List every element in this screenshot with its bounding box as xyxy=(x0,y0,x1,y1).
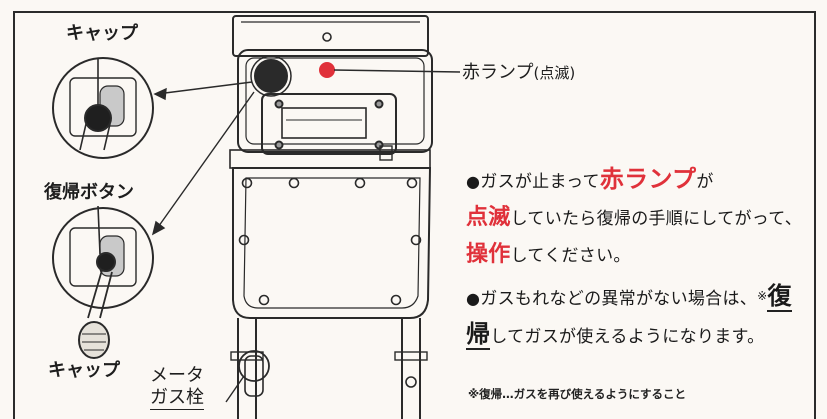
label-red-lamp-main: 赤ランプ xyxy=(462,62,534,83)
label-cap-bottom: キャップ xyxy=(48,360,120,381)
instruction-paragraph-2: ●ガスもれなどの異常がない場合は、※復帰してガスが使えるようになります。 xyxy=(466,279,811,355)
bullet-icon: ● xyxy=(466,172,481,191)
footnote: ※復帰…ガスを再び使えるようにすること xyxy=(468,387,686,401)
zoom-circle-cap-on xyxy=(52,57,154,159)
meter-upper-body xyxy=(237,49,433,153)
label-red-lamp: 赤ランプ(点滅) xyxy=(462,64,575,82)
meter-valve-leader xyxy=(225,375,245,403)
instruction-text: していたら復帰の手順にしてがって、 xyxy=(510,209,802,229)
instruction-text: してください。 xyxy=(510,246,631,266)
highlight-operate: 操作 xyxy=(466,242,511,267)
meter-top-bracket xyxy=(232,15,429,57)
instruction-text: ガスもれなどの異常がない場合は、 xyxy=(480,289,758,309)
zoom-circle-cap-off xyxy=(52,205,154,359)
red-lamp xyxy=(319,62,335,78)
reference-mark: ※ xyxy=(757,289,768,303)
label-meter-gas-valve: メータ ガス栓 xyxy=(150,365,204,410)
highlight-blinking: 点滅 xyxy=(466,205,511,230)
meter-display-frame xyxy=(261,93,397,155)
bullet-icon: ● xyxy=(466,289,481,308)
meter-pipe-left xyxy=(237,318,257,419)
gas-meter xyxy=(229,15,433,419)
red-lamp-leader xyxy=(333,69,461,73)
meter-cap-knob xyxy=(254,59,288,93)
instruction-text: が xyxy=(696,172,714,192)
label-reset-button: 復帰ボタン xyxy=(44,182,134,203)
instruction-text: ガスが止まって xyxy=(480,172,600,192)
highlight-reset: 復帰 xyxy=(466,282,792,350)
label-meter-valve-line1: メータ xyxy=(150,365,204,386)
meter-gas-valve xyxy=(238,350,270,382)
arrows xyxy=(151,81,255,236)
detached-cap xyxy=(78,321,110,359)
panel-border xyxy=(13,11,816,419)
bracket-screw xyxy=(322,32,332,42)
instruction-text: してガスが使えるようになります。 xyxy=(490,327,765,347)
instructions-block: ●ガスが止まって赤ランプが点滅していたら復帰の手順にしてがって、操作してください… xyxy=(466,162,811,360)
instruction-paragraph-1: ●ガスが止まって赤ランプが点滅していたら復帰の手順にしてがって、操作してください… xyxy=(466,162,811,274)
meter-pipe-right xyxy=(401,318,421,419)
label-cap-top: キャップ xyxy=(66,23,138,44)
meter-lower-body xyxy=(232,167,432,319)
highlight-red-lamp: 赤ランプ xyxy=(599,165,697,193)
label-meter-valve-line2: ガス栓 xyxy=(150,387,204,410)
label-red-lamp-paren: (点滅) xyxy=(533,64,576,82)
meter-display-window xyxy=(281,107,367,139)
